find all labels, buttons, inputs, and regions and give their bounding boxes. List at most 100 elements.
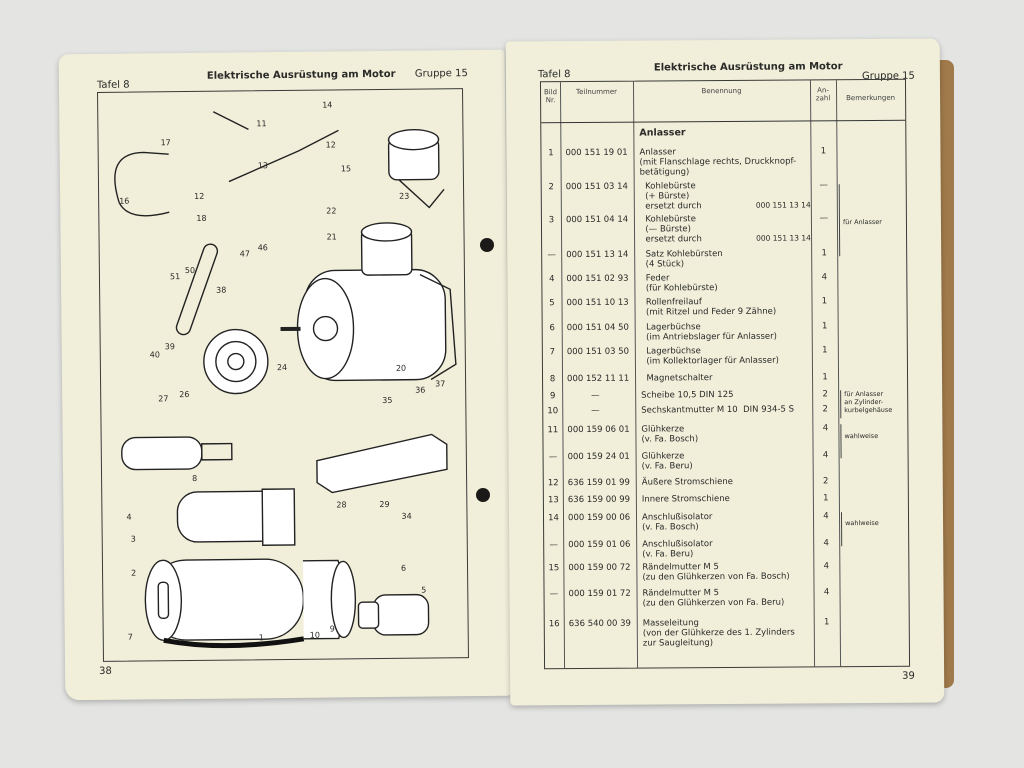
row-part: 636 540 00 39 <box>568 618 631 630</box>
row-qty: — <box>819 213 829 224</box>
starter-motor-drawing <box>144 488 357 649</box>
row-nr: 8 <box>549 374 556 385</box>
exploded-parts-diagram <box>114 111 457 649</box>
glow-cable-drawing <box>114 151 169 203</box>
row-nr: 1 <box>548 148 554 159</box>
row-part: 000 151 13 14 <box>566 249 629 261</box>
part-callout: 3 <box>130 534 136 544</box>
drive-pinion-drawing <box>357 593 430 636</box>
section-heading: Anlasser <box>639 127 686 139</box>
remark: wahlweise <box>844 431 879 441</box>
part-callout: 13 <box>257 161 269 171</box>
part-callout: 35 <box>382 395 393 405</box>
part-callout: 8 <box>192 473 198 483</box>
row-nr: 3 <box>548 215 555 226</box>
row-name: Magnetschalter <box>641 373 713 384</box>
row-ref: 000 151 13 14 <box>756 233 811 243</box>
col-header-teilnummer: Teilnummer <box>576 87 618 97</box>
regulator-drawing <box>387 128 445 209</box>
row-qty: 4 <box>823 538 829 549</box>
row-nr: 5 <box>549 298 555 309</box>
row-name: Lagerbüchse (im Antriebslager für Anlass… <box>640 322 777 343</box>
row-qty: 1 <box>823 617 830 628</box>
row-name: Feder (für Kohlebürste) <box>640 273 718 294</box>
remark: wahlweise <box>845 518 879 528</box>
row-part: 000 152 11 11 <box>567 373 630 385</box>
row-nr: 12 <box>547 478 559 489</box>
gruppe-label: Gruppe 15 <box>414 68 468 80</box>
part-callout: 16 <box>119 196 130 206</box>
row-name: Anschlußisolator (v. Fa. Beru) <box>642 539 713 560</box>
row-qty: — <box>819 180 828 191</box>
row-nr: — <box>549 589 559 600</box>
part-callout: 51 <box>169 272 181 282</box>
col-header-nr: Bild Nr. <box>543 88 558 105</box>
row-nr: 13 <box>547 495 559 506</box>
row-part: 000 159 06 01 <box>567 424 630 436</box>
left-page: Tafel 8 Elektrische Ausrüstung am Motor … <box>58 49 512 701</box>
parts-table: Bild Nr. Teilnummer Benennung An- zahl B… <box>539 78 911 670</box>
page-title: Elektrische Ausrüstung am Motor <box>653 61 843 74</box>
part-callout: 23 <box>399 191 410 201</box>
row-name: Kohlebürste (— Bürste) ersetzt durch <box>639 214 702 245</box>
row-nr: 15 <box>548 563 560 574</box>
row-part: 000 151 02 93 <box>566 273 629 285</box>
part-callout: 37 <box>435 379 446 389</box>
row-name: Rollenfreilauf (mit Ritzel und Feder 9 Z… <box>640 297 777 318</box>
page-number: 39 <box>902 670 915 682</box>
part-callout: 1 <box>258 633 264 643</box>
part-callout: 29 <box>379 499 390 510</box>
part-callout: 28 <box>336 500 347 510</box>
row-qty: 1 <box>823 493 829 504</box>
part-callout: 11 <box>256 119 267 129</box>
right-page: Tafel 8 Elektrische Ausrüstung am Motor … <box>505 38 945 706</box>
row-name: Anlasser (mit Flanschlage rechts, Druckk… <box>639 147 797 178</box>
row-name: Rändelmutter M 5 (zu den Glühkerzen von … <box>642 562 790 583</box>
row-qty: 4 <box>823 587 830 598</box>
row-nr: 7 <box>549 347 556 358</box>
row-qty: 2 <box>823 476 829 487</box>
row-name: Anschlußisolator (v. Fa. Bosch) <box>641 512 713 533</box>
row-part: 000 151 04 14 <box>565 214 629 226</box>
row-name: Rändelmutter M 5 (zu den Glühkerzen von … <box>642 588 785 609</box>
row-part: 000 151 03 14 <box>565 181 628 193</box>
generator-drawing <box>280 222 457 382</box>
row-name: Glühkerze (v. Fa. Beru) <box>641 451 693 472</box>
part-callout: 26 <box>179 390 190 400</box>
row-name: Innere Stromschiene <box>641 493 730 505</box>
tensioner-drawing <box>175 243 219 336</box>
row-nr: 9 <box>549 391 556 402</box>
row-part: 000 151 04 50 <box>566 322 629 334</box>
row-name: Sechskantmutter M 10 DIN 934-5 S <box>641 404 795 416</box>
part-callout: 40 <box>149 350 161 360</box>
part-callout: 36 <box>415 385 426 395</box>
row-nr: 2 <box>548 182 554 193</box>
row-qty: 1 <box>822 345 828 356</box>
row-qty: 4 <box>822 423 829 434</box>
row-part: — <box>591 390 600 401</box>
part-callout: 17 <box>160 138 171 148</box>
row-qty: 1 <box>821 248 827 259</box>
row-qty: 4 <box>823 561 830 572</box>
row-nr: 14 <box>548 513 559 524</box>
page-title: Elektrische Ausrüstung am Motor <box>206 68 396 82</box>
part-callout: 10 <box>309 630 320 640</box>
row-ref: 000 151 13 14 <box>755 200 811 210</box>
part-callout: 18 <box>196 213 207 223</box>
row-part: 636 159 00 99 <box>567 494 631 506</box>
row-name: Masseleitung (von der Glühkerze des 1. Z… <box>642 618 795 649</box>
part-callout: 50 <box>184 265 196 276</box>
row-part: 000 159 01 06 <box>568 539 631 551</box>
row-qty: 1 <box>822 372 828 383</box>
punch-hole <box>476 488 490 502</box>
bracket-drawing <box>316 433 448 494</box>
tafel-label: Tafel 8 <box>537 69 571 81</box>
part-callout: 38 <box>216 285 227 295</box>
col-header-bemerkungen: Bemerkungen <box>846 93 896 103</box>
row-part: 000 151 19 01 <box>565 147 628 159</box>
tafel-label: Tafel 8 <box>96 79 130 91</box>
part-callout: 22 <box>326 206 337 216</box>
row-qty: 1 <box>821 321 828 332</box>
part-callout: 20 <box>395 363 407 373</box>
